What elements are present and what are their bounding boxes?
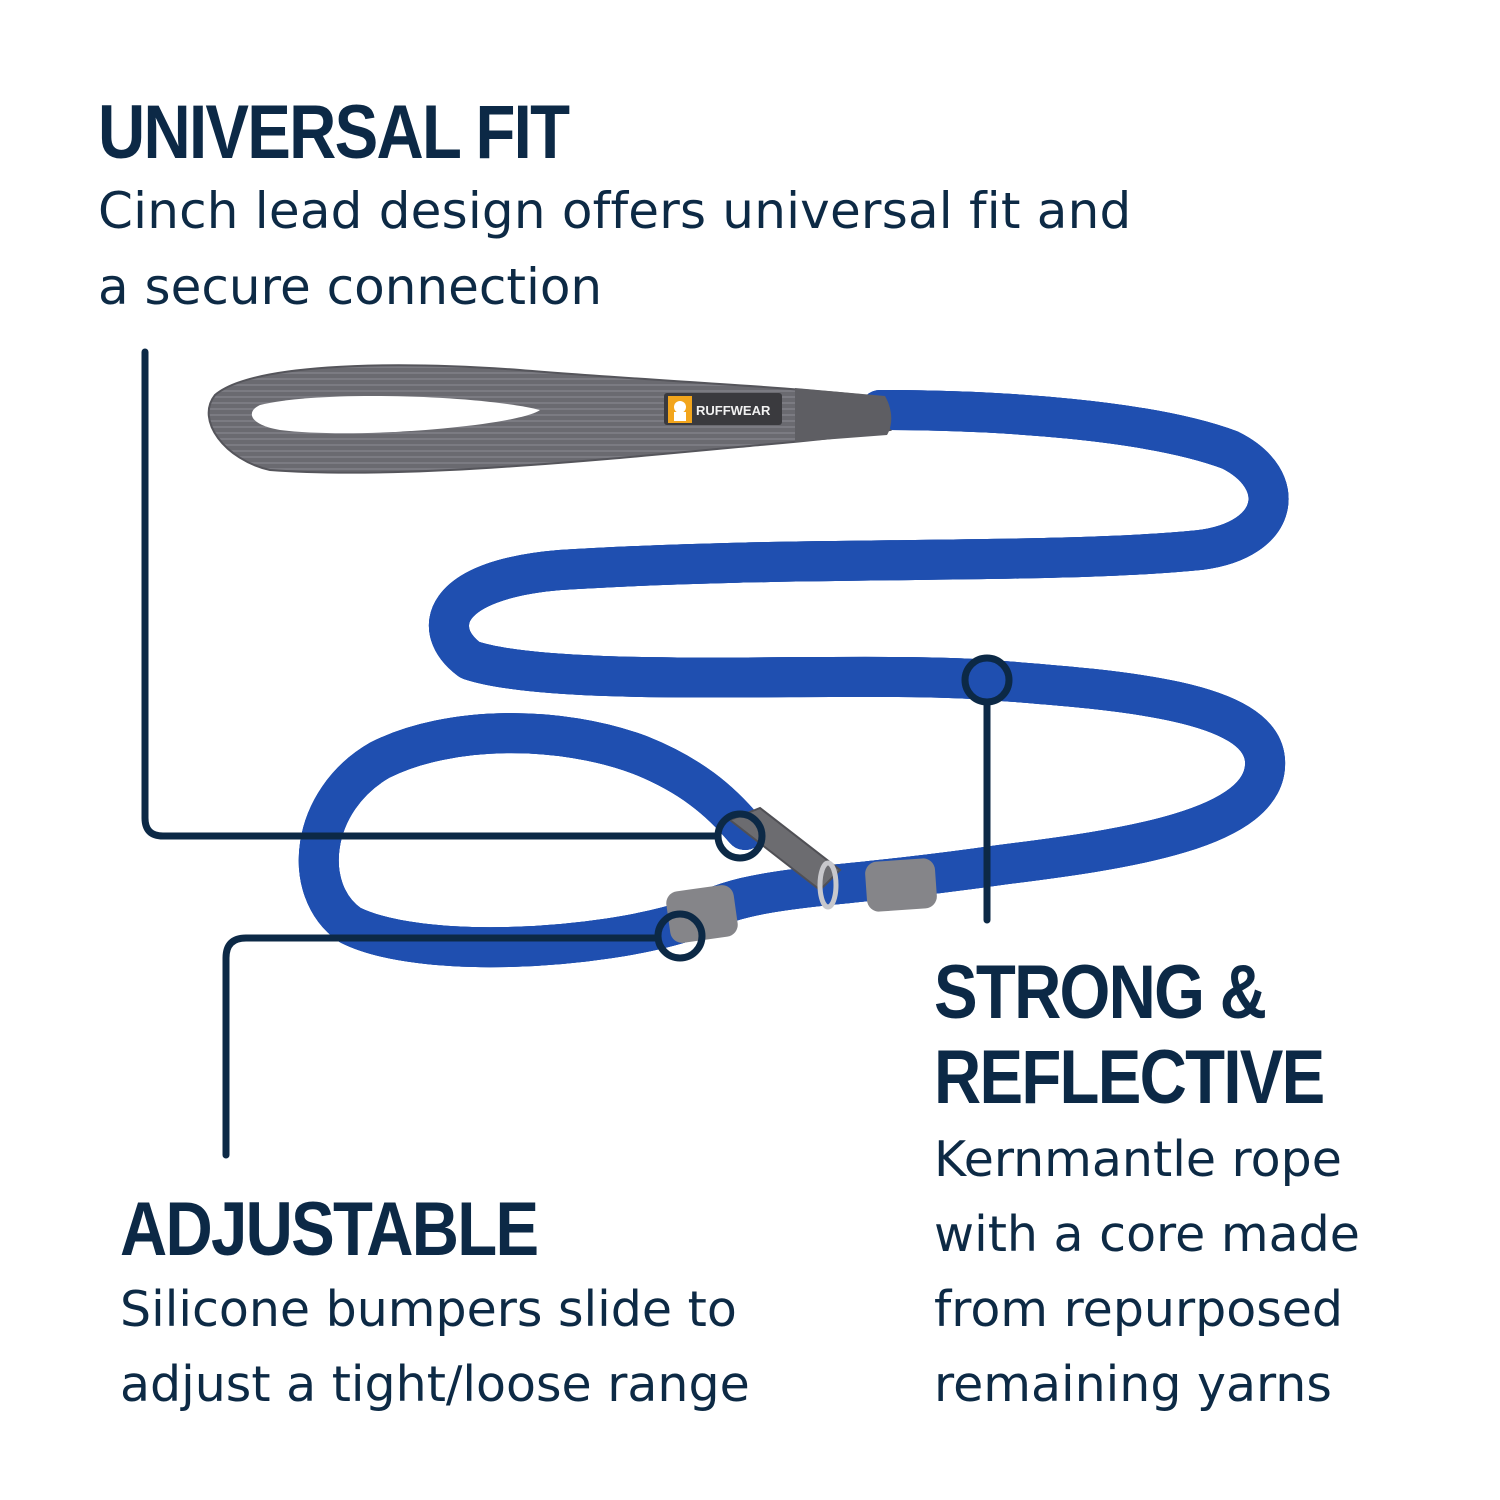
feature-description-line: remaining yarns	[934, 1356, 1332, 1413]
feature-description-line: Kernmantle rope	[934, 1131, 1342, 1188]
padded-handle	[207, 364, 892, 474]
callout-circle-strong-reflective	[961, 654, 1013, 706]
brand-label: RUFFWEAR	[696, 403, 771, 418]
feature-description-line: a secure connection	[98, 258, 603, 316]
feature-title-strong-reflective: REFLECTIVE	[934, 1035, 1325, 1120]
callout-connector-adjustable	[222, 934, 662, 1159]
feature-description-line: adjust a tight/loose range	[120, 1356, 750, 1413]
feature-title-adjustable: ADJUSTABLE	[120, 1187, 539, 1272]
callout-circle-adjustable	[654, 910, 706, 962]
metal-ring-icon	[817, 860, 839, 910]
feature-description-line: from repurposed	[934, 1281, 1343, 1338]
feature-title-strong-reflective: STRONG &	[934, 950, 1267, 1035]
feature-description-line: Silicone bumpers slide to	[120, 1281, 737, 1338]
feature-description-line: Cinch lead design offers universal fit a…	[98, 182, 1132, 240]
callout-connector-universal-fit	[141, 348, 722, 840]
callout-circle-universal-fit	[714, 810, 766, 862]
silicone-bumpers	[666, 858, 937, 943]
feature-description-line: with a core made	[934, 1206, 1360, 1263]
ruffwear-brand-tag: RUFFWEAR	[664, 393, 782, 425]
feature-title-universal-fit: UNIVERSAL FIT	[98, 90, 570, 175]
leash-rope	[319, 390, 1269, 947]
